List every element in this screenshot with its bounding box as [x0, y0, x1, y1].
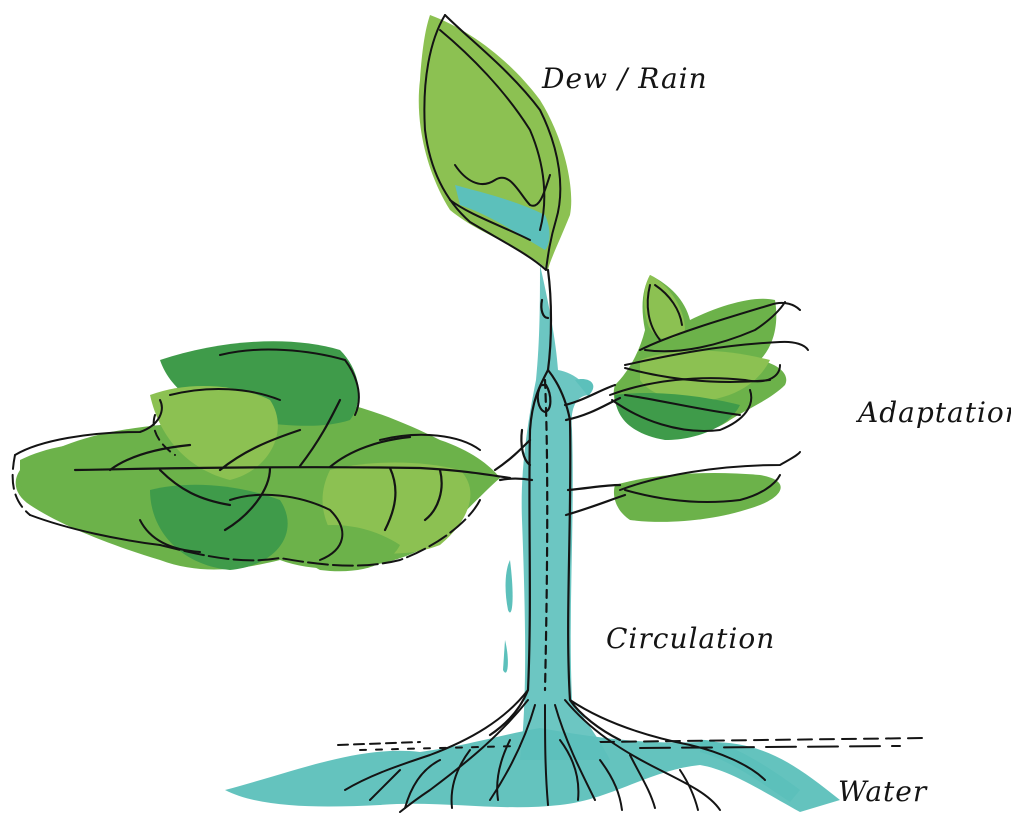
label-circulation: Circulation — [606, 622, 775, 655]
label-water: Water — [838, 775, 927, 808]
label-dew-rain: Dew / Rain — [542, 62, 708, 95]
right-leaf-cluster — [610, 275, 808, 522]
stem-wash — [503, 265, 610, 760]
left-leaf-cluster — [13, 341, 510, 571]
top-leaf — [419, 15, 572, 270]
label-adaptation: Adaptation — [858, 396, 1011, 429]
